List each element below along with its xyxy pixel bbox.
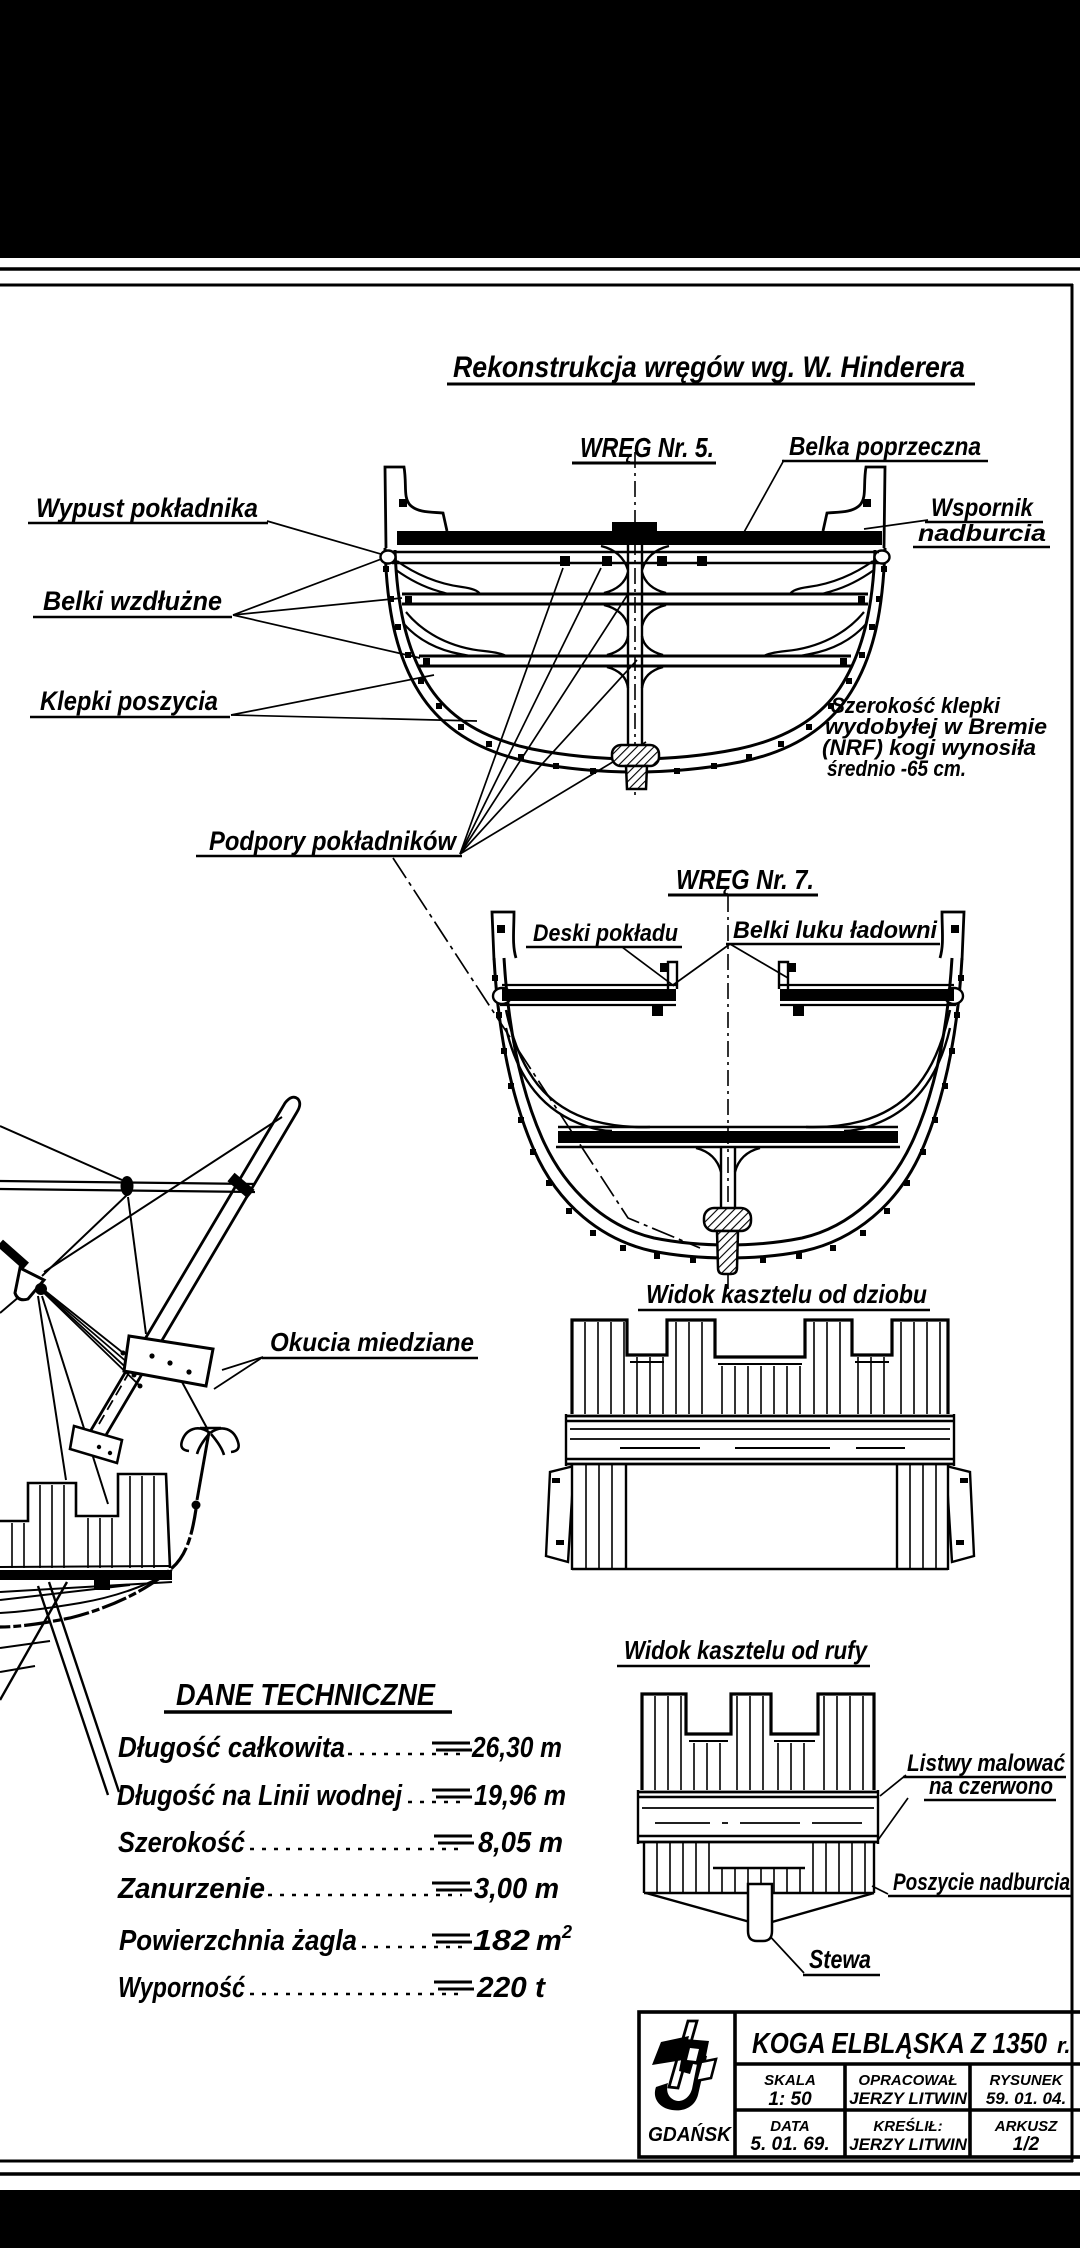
svg-text:Wyporność: Wyporność <box>118 1972 246 2004</box>
svg-text:3,00 m: 3,00 m <box>474 1873 559 1905</box>
svg-text:wydobyłej w Bremie: wydobyłej w Bremie <box>825 714 1047 739</box>
svg-text:Wypust pokładnika: Wypust pokładnika <box>36 493 258 523</box>
svg-text:Belki luku ładowni: Belki luku ładowni <box>733 917 938 944</box>
svg-text:m: m <box>536 1925 562 1957</box>
svg-text:Wspornik: Wspornik <box>931 494 1034 522</box>
svg-text:RYSUNEK: RYSUNEK <box>989 2072 1063 2089</box>
svg-text:182: 182 <box>473 1925 530 1957</box>
svg-text:KOGA ELBLĄSKA Z 1350: KOGA ELBLĄSKA Z 1350 <box>752 2028 1047 2060</box>
svg-text:KREŚLIŁ:: KREŚLIŁ: <box>873 2117 942 2135</box>
svg-text:Widok kasztelu od dziobu: Widok kasztelu od dziobu <box>646 1279 927 1309</box>
svg-text:220 t: 220 t <box>476 1972 546 2004</box>
svg-text:Belki wzdłużne: Belki wzdłużne <box>43 586 222 616</box>
svg-text:Powierzchnia żagla: Powierzchnia żagla <box>119 1925 357 1957</box>
svg-text:GDAŃSK: GDAŃSK <box>648 2122 732 2146</box>
svg-text:Stewa: Stewa <box>809 1944 871 1974</box>
svg-text:Klepki poszycia: Klepki poszycia <box>40 686 218 716</box>
svg-text:DATA: DATA <box>770 2118 809 2135</box>
svg-text:Rekonstrukcja wręgów wg. W. Hi: Rekonstrukcja wręgów wg. W. Hinderera <box>453 351 965 384</box>
svg-text:Widok kasztelu od rufy: Widok kasztelu od rufy <box>624 1635 868 1665</box>
svg-text:DANE TECHNICZNE: DANE TECHNICZNE <box>176 1677 436 1712</box>
svg-text:OPRACOWAŁ: OPRACOWAŁ <box>858 2072 957 2089</box>
svg-text:r.: r. <box>1057 2033 1070 2058</box>
svg-text:Deski pokładu: Deski pokładu <box>533 920 678 947</box>
svg-text:1/2: 1/2 <box>1013 2134 1040 2155</box>
svg-text:Długość na Linii wodnej: Długość na Linii wodnej <box>117 1780 403 1812</box>
svg-text:5. 01. 69.: 5. 01. 69. <box>750 2134 829 2155</box>
svg-text:nadburcia: nadburcia <box>918 520 1046 546</box>
svg-text:JERZY LITWIN: JERZY LITWIN <box>849 2089 967 2108</box>
svg-text:Listwy malować: Listwy malować <box>907 1750 1066 1777</box>
svg-text:26,30 m: 26,30 m <box>471 1732 562 1764</box>
svg-text:(NRF) kogi wynosiła: (NRF) kogi wynosiła <box>822 735 1036 760</box>
svg-text:Poszycie nadburcia: Poszycie nadburcia <box>893 1869 1070 1896</box>
svg-text:Szerokość: Szerokość <box>118 1827 246 1859</box>
svg-text:na czerwono: na czerwono <box>929 1773 1053 1800</box>
svg-text:WRĘG Nr. 5.: WRĘG Nr. 5. <box>580 432 714 463</box>
svg-text:2: 2 <box>561 1922 572 1942</box>
svg-text:ARKUSZ: ARKUSZ <box>994 2118 1058 2135</box>
svg-text:19,96 m: 19,96 m <box>474 1780 566 1812</box>
svg-text:WRĘG Nr. 7.: WRĘG Nr. 7. <box>676 864 814 895</box>
svg-text:JERZY LITWIN: JERZY LITWIN <box>849 2135 967 2154</box>
svg-text:SKALA: SKALA <box>764 2072 816 2089</box>
svg-text:Zanurzenie: Zanurzenie <box>117 1873 265 1905</box>
svg-text:8,05 m: 8,05 m <box>478 1827 563 1859</box>
svg-text:Podpory pokładników: Podpory pokładników <box>209 826 458 856</box>
svg-text:Belka poprzeczna: Belka poprzeczna <box>789 431 981 461</box>
svg-text:średnio -65 cm.: średnio -65 cm. <box>827 756 966 781</box>
svg-text:Okucia miedziane: Okucia miedziane <box>270 1327 474 1357</box>
svg-text:59. 01. 04.: 59. 01. 04. <box>986 2089 1066 2108</box>
svg-text:Szerokość klepki: Szerokość klepki <box>831 693 1001 718</box>
svg-text:Długość całkowita: Długość całkowita <box>118 1732 345 1764</box>
svg-text:1: 50: 1: 50 <box>768 2089 812 2110</box>
